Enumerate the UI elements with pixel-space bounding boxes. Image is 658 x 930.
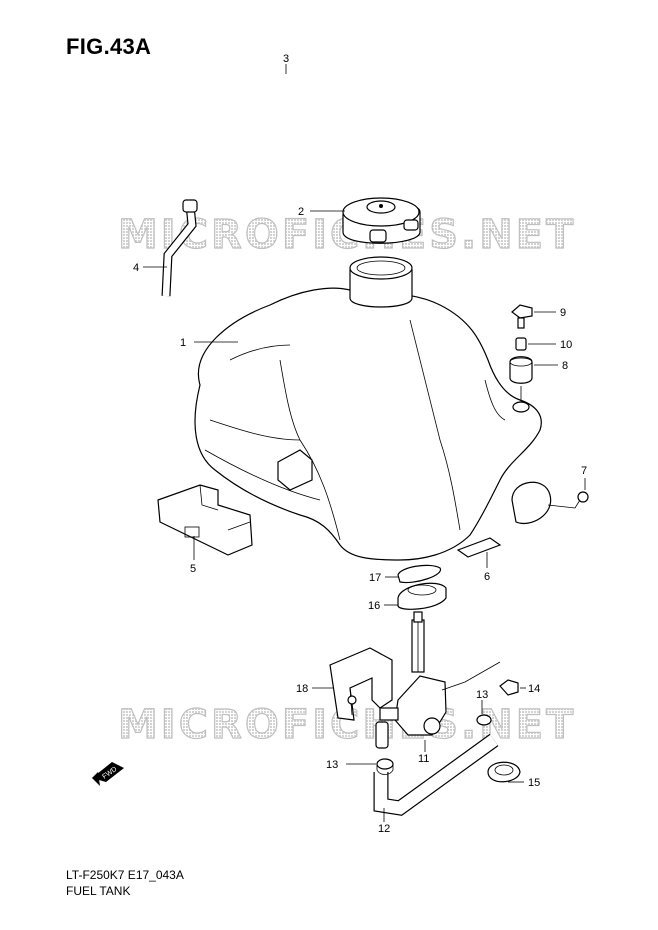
breather-pipe-4 [161,199,198,297]
fuel-tank-1 [194,256,542,561]
callout-3: 3 [283,53,289,65]
callout-13-left: 13 [326,759,338,771]
callout-4: 4 [133,262,139,274]
figure-title: FIG.43A [66,34,152,59]
collar-10 [515,337,527,351]
clamp-strap-7 [511,481,589,524]
tank-cushion-5 [157,484,253,556]
callout-16: 16 [368,600,380,612]
callout-5: 5 [190,563,196,575]
valve-bracket-18 [329,647,393,721]
fuel-valve-11 [375,611,501,749]
pad-6 [456,537,502,558]
hose-clip-13-left [376,758,394,775]
clamp-15 [487,761,521,783]
callout-7: 7 [581,465,587,477]
breather-hose-3 [181,72,391,206]
bolt-14 [499,679,519,696]
diagram-code: LT-F250K7 E17_043A [66,868,184,882]
fuel-hose-12 [373,733,499,816]
callout-10: 10 [560,339,572,351]
callout-12: 12 [378,823,390,835]
bolt-9 [511,304,533,329]
callout-2: 2 [298,206,304,218]
grommet-8 [509,356,533,402]
callout-18: 18 [296,683,308,695]
callout-17: 17 [369,572,381,584]
diagram-name: FUEL TANK [66,884,131,898]
callout-13-right: 13 [476,689,488,701]
packing-16 [397,582,447,610]
fuel-cap-2 [342,197,421,244]
hose-clip-13-right [476,714,492,726]
forward-arrow-icon: FWD [92,762,124,786]
callout-1: 1 [180,337,186,349]
gasket-17 [397,564,441,584]
callouts: 1 2 3 4 5 6 7 8 9 10 11 12 13 13 14 15 1 [133,53,587,835]
callout-8: 8 [562,360,568,372]
callout-6: 6 [484,571,490,583]
callout-9: 9 [560,307,566,319]
callout-11: 11 [418,753,429,765]
callout-15: 15 [528,777,540,789]
callout-14: 14 [528,683,540,695]
